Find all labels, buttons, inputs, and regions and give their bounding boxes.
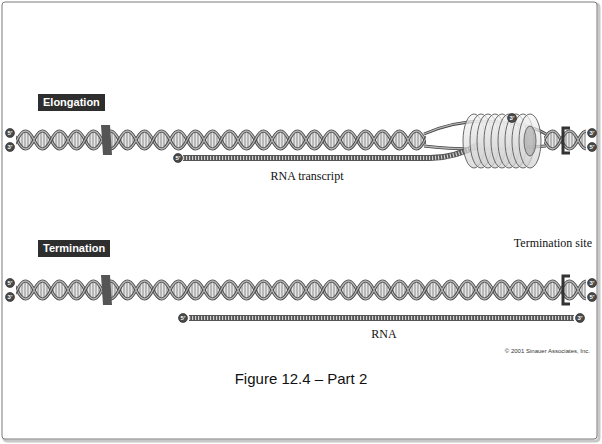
end-label: 5' <box>8 130 13 137</box>
end-label: 3' <box>8 144 13 151</box>
end-label: 5' <box>8 280 13 287</box>
stage-label-box: Elongation <box>38 94 105 111</box>
end-label: 5' <box>181 315 186 322</box>
copyright-note: © 2001 Sinauer Associates, Inc. <box>505 348 590 355</box>
part-label: Termination site <box>512 236 594 250</box>
stage-label: Termination <box>43 242 105 255</box>
promoter-marker <box>101 275 112 305</box>
rna-polymerase <box>463 114 541 168</box>
termination-marker <box>563 276 570 304</box>
stage-label-box: Termination <box>38 240 110 257</box>
part-label: RNA transcript <box>269 169 346 183</box>
stage-label: Elongation <box>43 96 100 109</box>
part-label: RNA <box>369 327 398 341</box>
end-label: 3' <box>510 115 515 122</box>
rna-transcript <box>183 144 480 158</box>
end-label: 3' <box>590 280 595 287</box>
rna-strand <box>189 318 574 319</box>
figure-caption: Figure 12.4 – Part 2 <box>0 370 602 388</box>
end-label: 3' <box>590 130 595 137</box>
end-label: 5' <box>176 155 181 162</box>
end-circle <box>6 114 597 323</box>
end-label: 3' <box>578 315 583 322</box>
promoter-marker <box>101 125 112 155</box>
end-label: 5' <box>590 294 595 301</box>
end-label: 5' <box>590 144 595 151</box>
termination-marker <box>563 128 570 153</box>
end-label: 3' <box>8 294 13 301</box>
